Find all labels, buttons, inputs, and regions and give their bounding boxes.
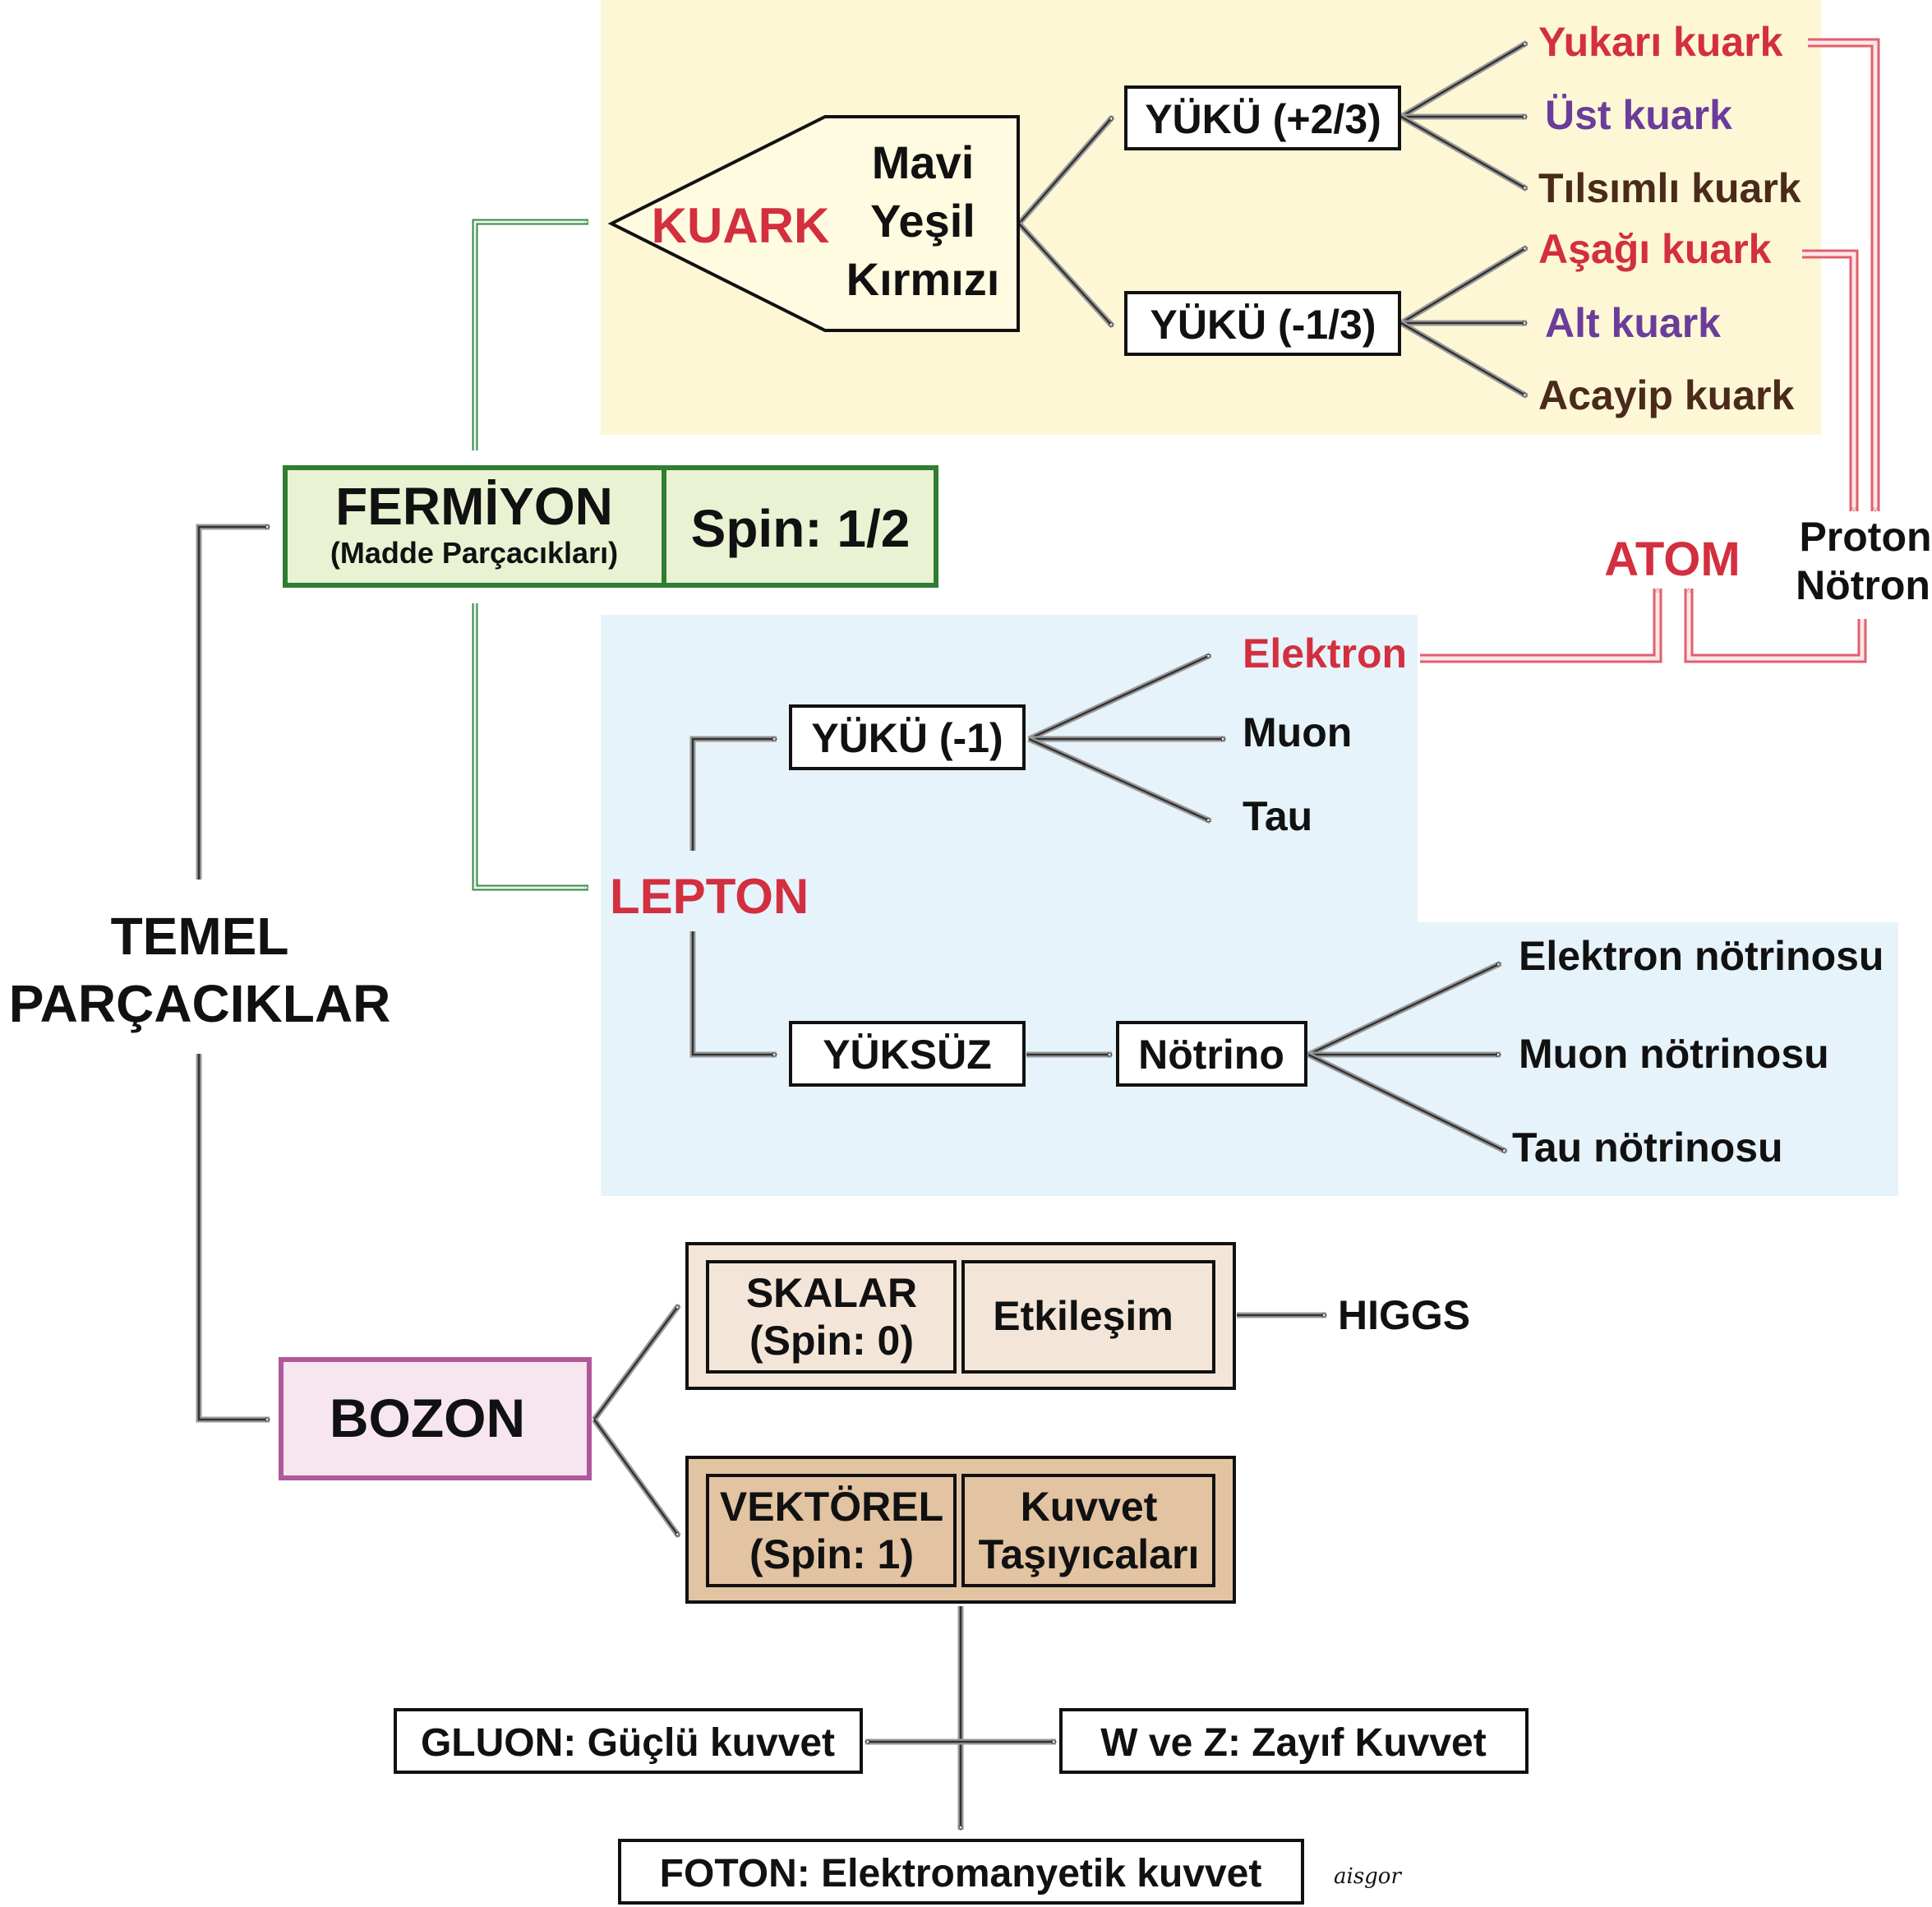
root-title-line1: TEMEL <box>111 907 289 966</box>
svg-text:Nötrino: Nötrino <box>1138 1032 1284 1078</box>
svg-text:YÜKSÜZ: YÜKSÜZ <box>823 1032 992 1078</box>
charge-up-box: YÜKÜ (+2/3) <box>1124 85 1401 150</box>
proton-label: Proton <box>1799 514 1931 560</box>
svg-text:(Spin: 0): (Spin: 0) <box>749 1318 914 1364</box>
lepton-electron: Elektron <box>1243 630 1407 676</box>
svg-text:YÜKÜ (+2/3): YÜKÜ (+2/3) <box>1145 96 1381 142</box>
quark-color-blue: Mavi <box>872 136 975 188</box>
neutron-label: Nötron <box>1796 562 1930 608</box>
quark-charm: Tılsımlı kuark <box>1538 165 1801 211</box>
lepton-label: LEPTON <box>610 869 809 924</box>
svg-text:(Spin: 1): (Spin: 1) <box>749 1531 914 1577</box>
svg-text:Taşıyıcaları: Taşıyıcaları <box>979 1531 1200 1577</box>
quark-top: Üst kuark <box>1545 92 1732 138</box>
fermion-title: FERMİYON <box>335 477 613 536</box>
electron-neutrino: Elektron nötrinosu <box>1519 933 1884 979</box>
svg-text:GLUON: Güçlü kuvvet: GLUON: Güçlü kuvvet <box>421 1721 835 1765</box>
fermion-box: FERMİYON (Madde Parçacıkları) Spin: 1/2 <box>283 465 938 588</box>
fermion-arrows <box>472 219 588 891</box>
svg-text:VEKTÖREL: VEKTÖREL <box>720 1484 943 1530</box>
quark-down: Aşağı kuark <box>1538 226 1772 272</box>
tau-neutrino: Tau nötrinosu <box>1512 1124 1783 1171</box>
quark-color-red: Kırmızı <box>846 253 1000 305</box>
connector-arrows <box>196 39 1529 1831</box>
quark-strange: Acayip kuark <box>1538 372 1794 418</box>
svg-text:BOZON: BOZON <box>330 1388 525 1448</box>
quark-color-green: Yeşil <box>870 195 975 247</box>
quark-node: KUARK Mavi Yeşil Kırmızı <box>607 115 1020 332</box>
lepton-charged-box: YÜKÜ (-1) <box>789 704 1026 770</box>
lepton-tau: Tau <box>1243 793 1312 839</box>
svg-text:Etkileşim: Etkileşim <box>993 1293 1173 1339</box>
fermion-spin: Spin: 1/2 <box>691 499 911 558</box>
svg-text:W ve Z: Zayıf Kuvvet: W ve Z: Zayıf Kuvvet <box>1100 1721 1486 1765</box>
svg-text:YÜKÜ (-1/3): YÜKÜ (-1/3) <box>1150 302 1376 348</box>
muon-neutrino: Muon nötrinosu <box>1519 1031 1829 1077</box>
scalar-box: SKALAR (Spin: 0) Etkileşim <box>685 1242 1236 1390</box>
quark-up: Yukarı kuark <box>1538 19 1783 65</box>
quark-label: KUARK <box>652 198 830 253</box>
svg-text:YÜKÜ (-1): YÜKÜ (-1) <box>811 715 1003 761</box>
photon-box: FOTON: Elektromanyetik kuvvet <box>618 1839 1304 1905</box>
vector-box: VEKTÖREL (Spin: 1) Kuvvet Taşıyıcaları <box>685 1456 1236 1604</box>
boson-box: BOZON <box>279 1357 592 1480</box>
neutrino-box: Nötrino <box>1116 1021 1307 1087</box>
gluon-box: GLUON: Güçlü kuvvet <box>394 1708 863 1774</box>
fermion-subtitle: (Madde Parçacıkları) <box>330 536 618 570</box>
svg-text:Kuvvet: Kuvvet <box>1021 1484 1158 1530</box>
higgs-label: HIGGS <box>1338 1292 1470 1338</box>
svg-text:SKALAR: SKALAR <box>746 1270 917 1316</box>
wz-box: W ve Z: Zayıf Kuvvet <box>1059 1708 1529 1774</box>
lepton-muon: Muon <box>1243 709 1352 755</box>
atom-arrows <box>1420 38 1880 663</box>
svg-text:FOTON: Elektromanyetik kuvvet: FOTON: Elektromanyetik kuvvet <box>660 1852 1262 1895</box>
root-title-line2: PARÇACIKLAR <box>9 974 391 1033</box>
lepton-neutral-box: YÜKSÜZ <box>789 1021 1026 1087</box>
atom-label: ATOM <box>1604 533 1740 586</box>
charge-down-box: YÜKÜ (-1/3) <box>1124 291 1401 356</box>
quark-bottom: Alt kuark <box>1545 300 1721 346</box>
signature: aisgor <box>1334 1864 1402 1889</box>
